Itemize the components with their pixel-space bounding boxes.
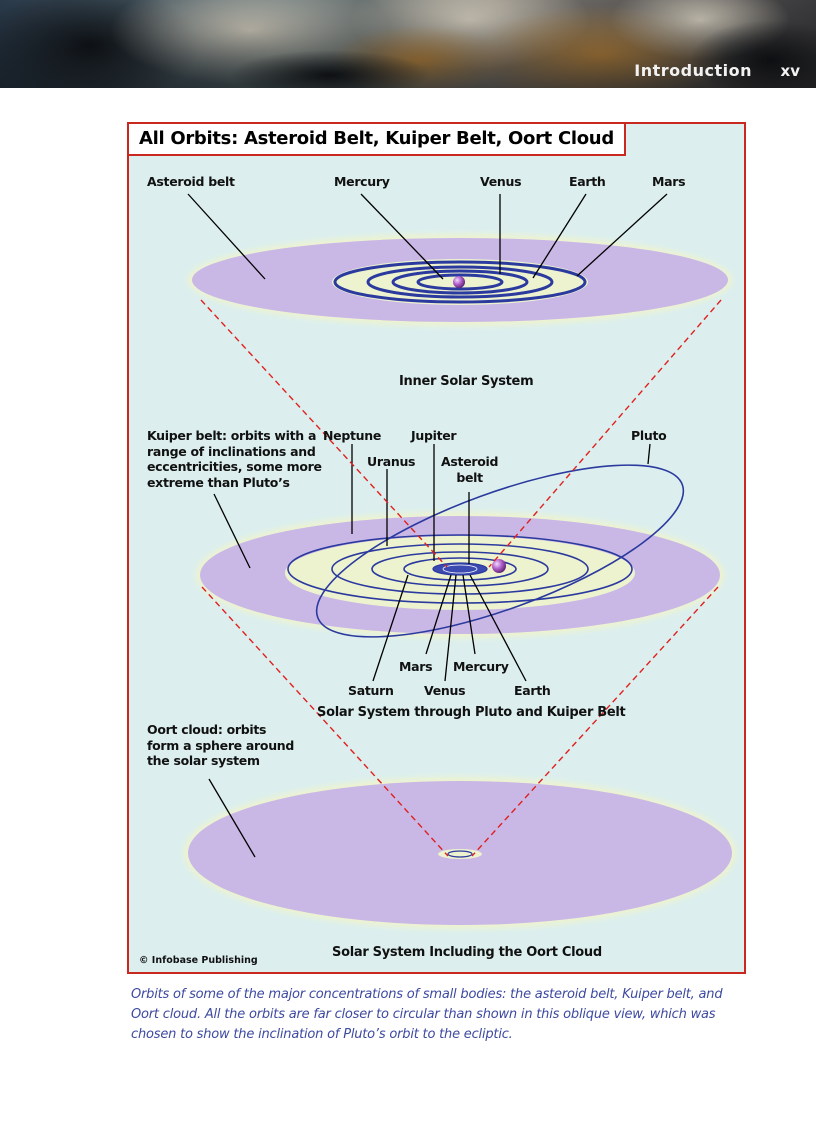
mars-leader-2	[425, 574, 452, 655]
asteroid-belt-leader	[187, 193, 266, 280]
pluto-leader	[647, 443, 651, 465]
panel-title-kuiper: Solar System through Pluto and Kuiper Be…	[317, 705, 626, 720]
figure-title: All Orbits: Asteroid Belt, Kuiper Belt, …	[139, 128, 614, 149]
neptune-orbit	[287, 534, 633, 604]
label-venus: Venus	[480, 174, 522, 189]
projection-line-upper-right	[488, 299, 722, 568]
projection-lines	[200, 299, 722, 857]
kuiper-belt-description: Kuiper belt: orbits with a range of incl…	[147, 428, 322, 490]
orbits-figure: All Orbits: Asteroid Belt, Kuiper Belt, …	[127, 122, 746, 974]
label-earth: Earth	[569, 174, 606, 189]
label-mercury: Mercury	[334, 174, 390, 189]
oort-panel	[184, 777, 736, 929]
orbits-diagram	[184, 193, 736, 929]
label-earth-2: Earth	[514, 683, 551, 698]
uranus-orbit	[331, 543, 589, 595]
label-kuiper-asteroid-belt: Asteroid belt	[441, 454, 499, 485]
figure-caption: Orbits of some of the major concentratio…	[131, 987, 723, 1042]
panel-title-inner: Inner Solar System	[399, 374, 534, 389]
sun	[453, 276, 465, 288]
label-mars: Mars	[652, 174, 686, 189]
kuiper-panel	[196, 443, 724, 682]
label-mercury-2: Mercury	[453, 659, 509, 674]
label-mars-2: Mars	[399, 659, 433, 674]
venus-orbit	[391, 269, 529, 295]
label-jupiter: Jupiter	[411, 428, 457, 443]
saturn-orbit	[371, 551, 549, 587]
mars-leader	[576, 193, 668, 277]
label-asteroid-belt: Asteroid belt	[147, 174, 235, 189]
oort-solar-system	[447, 850, 473, 858]
pluto-orbit	[315, 464, 685, 638]
projection-line-upper-left	[200, 299, 448, 568]
earth-leader-2	[469, 574, 527, 682]
figure-title-box: All Orbits: Asteroid Belt, Kuiper Belt, …	[129, 124, 626, 156]
page-header: Introduction xv	[0, 0, 816, 88]
mercury-leader	[360, 193, 444, 280]
oort-cloud-description: Oort cloud: orbits form a sphere around …	[147, 722, 295, 768]
oort-center-highlight	[438, 849, 482, 859]
inner-panel	[187, 193, 732, 326]
mars-orbit	[333, 260, 587, 304]
section-title: Introduction	[634, 61, 752, 80]
publisher-credit: © Infobase Publishing	[139, 955, 258, 966]
projection-line-lower-left	[201, 586, 449, 857]
panel-title-oort: Solar System Including the Oort Cloud	[332, 945, 602, 960]
jupiter-orbit	[403, 557, 517, 581]
mercury-orbit	[416, 273, 504, 291]
label-venus-2: Venus	[424, 683, 466, 698]
earth-leader	[532, 193, 587, 279]
projection-line-lower-right	[471, 586, 719, 857]
saturn-leader	[372, 574, 409, 682]
label-pluto: Pluto	[631, 428, 667, 443]
page-number: xv	[780, 62, 800, 80]
earth-orbit	[366, 265, 554, 299]
venus-leader-2	[444, 574, 457, 682]
label-uranus: Uranus	[367, 454, 416, 469]
label-saturn: Saturn	[348, 683, 394, 698]
kuiper-inner-orbits	[442, 564, 478, 574]
mercury-leader-2	[462, 574, 476, 655]
kuiper-belt-leader	[213, 493, 251, 569]
oort-cloud-leader	[208, 778, 256, 858]
kuiper-sun	[492, 559, 506, 573]
nebula-banner-image	[0, 0, 816, 88]
label-neptune: Neptune	[323, 428, 382, 443]
